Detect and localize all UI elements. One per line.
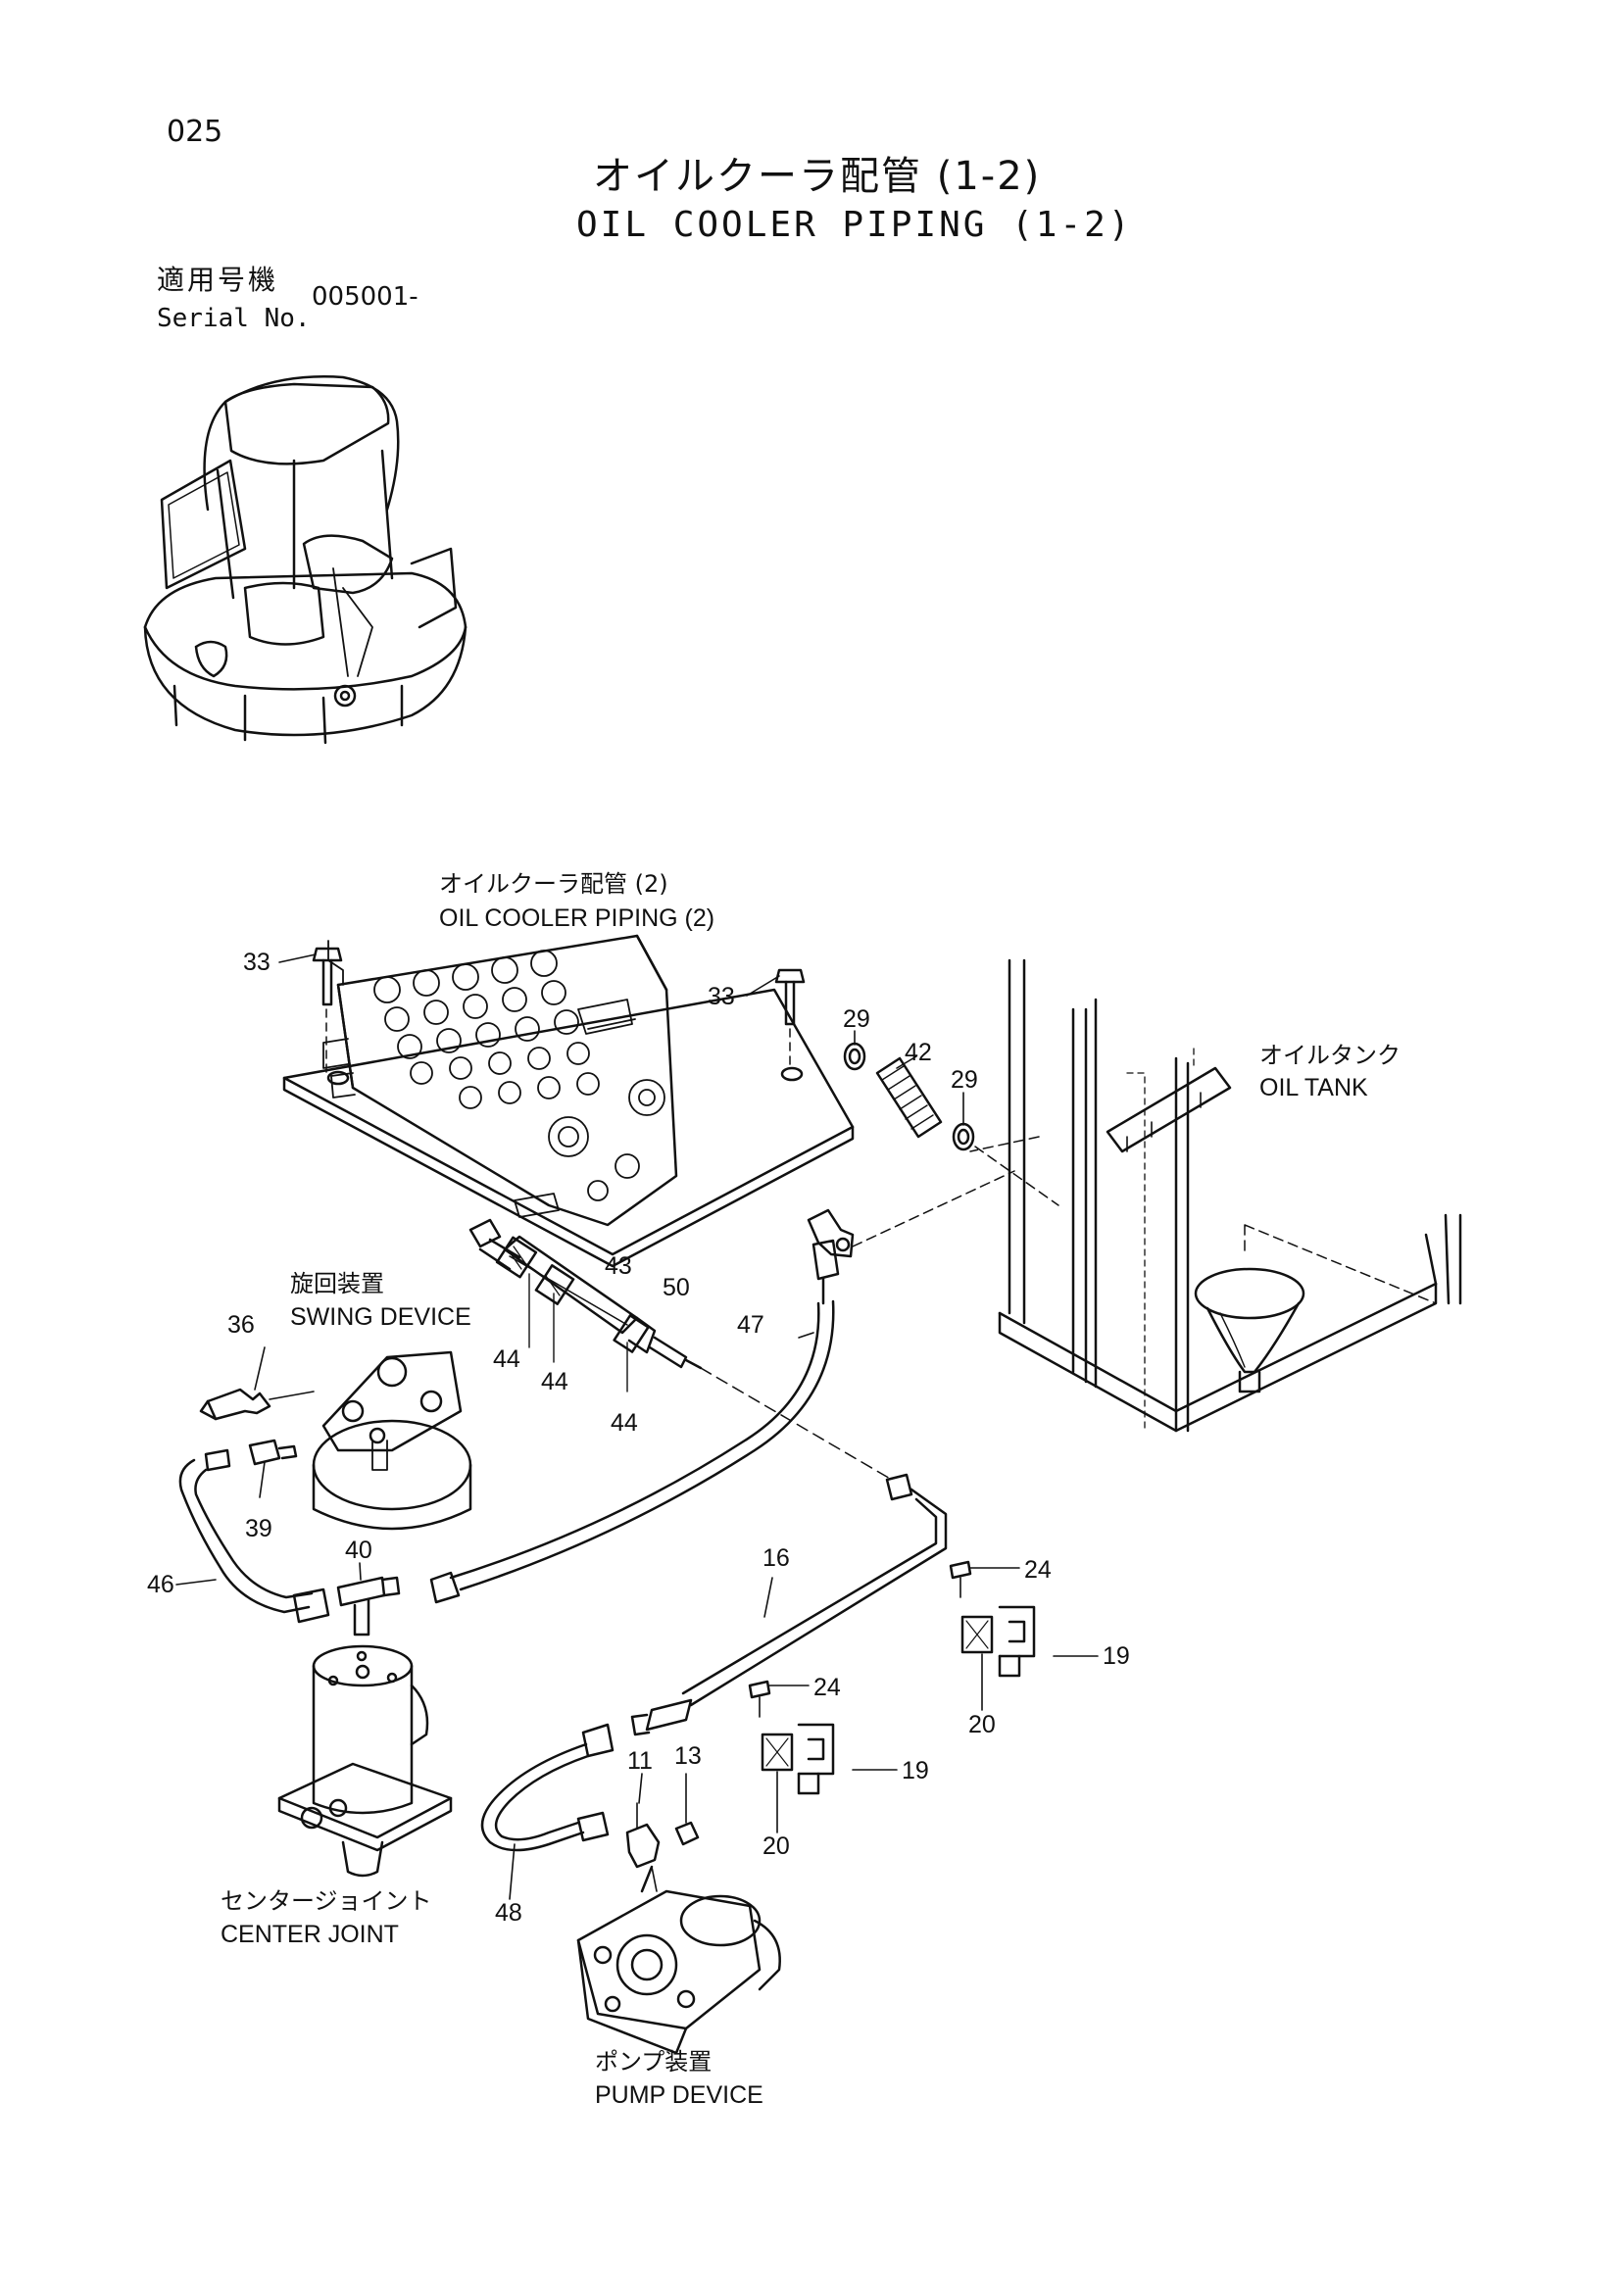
label-48: 48 [495,1899,522,1927]
fitting-11 [625,1802,661,1892]
rubber-20-upper [960,1615,994,1654]
swing-device [312,1350,472,1531]
page-number: 025 [167,115,223,149]
caption-oil-cooler-piping2-ja: オイルクーラ配管 (2) [439,870,668,898]
elbow-fitting [807,1170,1015,1258]
clamp-19-upper [998,1605,1036,1678]
caption-center-joint-ja: センタージョイント [221,1887,432,1915]
oil-tank [998,958,1462,1433]
fitting-39 [248,1439,298,1466]
label-50: 50 [663,1274,690,1301]
part-number-labels: 33 33 29 42 29 43 50 47 44 44 44 36 39 4… [147,949,1130,1927]
boot-44-right [613,1314,650,1353]
label-40: 40 [345,1537,372,1564]
serial-label-japanese: 適用号機 [157,264,279,296]
bolt-33-left [312,947,343,1074]
label-46: 46 [147,1571,174,1598]
hose-48 [480,1723,615,1852]
label-42: 42 [905,1039,932,1066]
label-19-lower: 19 [902,1757,929,1784]
boot-44-left [495,1236,538,1279]
caption-swing-device-ja: 旋回装置 [290,1270,384,1297]
label-29-left: 29 [843,1005,870,1033]
label-44-left: 44 [493,1345,520,1373]
bolt-24-upper [949,1560,972,1598]
label-36: 36 [227,1311,255,1339]
label-19-upper: 19 [1103,1642,1130,1670]
bolt-24-lower [748,1680,771,1718]
caption-oil-tank-ja: オイルタンク [1259,1042,1401,1069]
serial-label: Serial No. [157,304,311,333]
label-44-middle: 44 [541,1368,568,1395]
label-44-right: 44 [611,1409,638,1437]
clamp-29-left [843,1042,866,1071]
serial-number-value: 005001- [312,282,418,312]
pump-device [576,1865,781,2055]
page-title-japanese: オイルクーラ配管 (1-2) [593,154,1042,199]
machine-overview-illustration [143,375,467,745]
rubber-20-lower [761,1733,794,1772]
elbow-36 [199,1388,315,1421]
pipe-16 [630,1473,948,1736]
label-20-upper: 20 [968,1711,996,1738]
caption-oil-cooler-piping2: OIL COOLER PIPING (2) [439,904,714,932]
caption-pump-device-ja: ポンプ装置 [595,2048,712,2076]
clamp-29-right [952,1122,975,1151]
caption-center-joint: CENTER JOINT [221,1921,399,1948]
plug-13 [674,1821,700,1846]
component-captions: オイルクーラ配管 (2) OIL COOLER PIPING (2) オイルタン… [221,870,1401,2109]
label-39: 39 [245,1515,272,1542]
caption-pump-device: PUMP DEVICE [595,2081,763,2109]
label-24-lower: 24 [813,1674,841,1701]
center-joint [277,1644,453,1878]
tee-fitting-40 [336,1576,401,1662]
label-16: 16 [762,1544,790,1572]
hose-47 [429,1239,840,1604]
label-43: 43 [605,1252,632,1280]
control-valve-assembly [282,934,855,1268]
label-33-right: 33 [708,983,735,1010]
label-20-lower: 20 [762,1832,790,1860]
label-11: 11 [627,1747,653,1775]
label-33-left: 33 [243,949,270,976]
caption-oil-tank: OIL TANK [1259,1074,1368,1101]
label-47: 47 [737,1311,764,1339]
leader-lines [175,953,1099,1900]
hose-46 [178,1448,330,1624]
hose-42 [875,1056,943,1139]
label-24-upper: 24 [1024,1556,1052,1584]
page-title: OIL COOLER PIPING (1-2) [576,205,1133,245]
label-29-right: 29 [951,1066,978,1094]
clamp-19-lower [797,1723,835,1795]
label-13: 13 [674,1742,702,1770]
boot-44-middle [534,1264,575,1305]
caption-swing-device: SWING DEVICE [290,1303,471,1331]
